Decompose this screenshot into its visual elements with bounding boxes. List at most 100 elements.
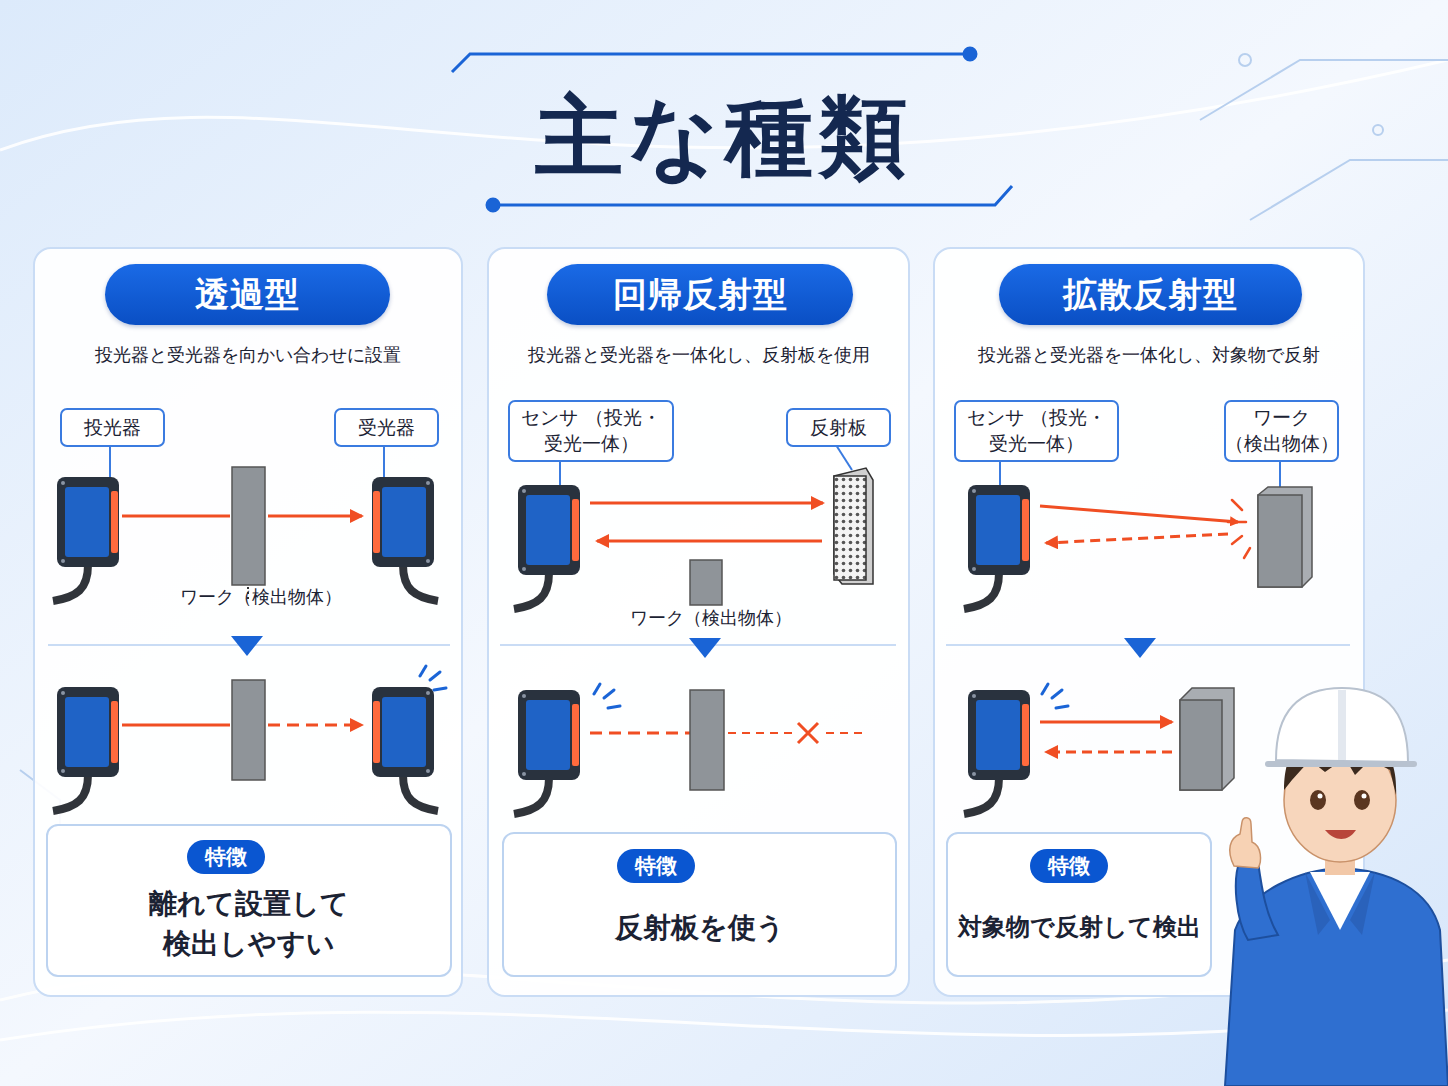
- circuit-lines-part: [1200, 60, 1448, 120]
- node-text: センサ （投光・受光一体）: [510, 405, 672, 456]
- diffuse-reflective-illustration-part-part: [1232, 500, 1242, 510]
- through-beam-illustration-part: [383, 445, 385, 477]
- node-text: 特徴: [1048, 852, 1090, 880]
- diffuse-reflective-illustration-part: [1042, 684, 1068, 708]
- node-text: 拡散反射型: [1063, 272, 1238, 318]
- worker-character: [1225, 688, 1448, 1086]
- worker-character-part: [1284, 738, 1396, 862]
- through-beam-illustration-part: [372, 687, 438, 811]
- node-text: 受光器: [354, 415, 419, 441]
- node-text: 投光器: [80, 415, 145, 441]
- through-beam-illustration-part: [247, 587, 249, 600]
- feature-box: 対象物で反射して検出 特徴: [946, 832, 1212, 977]
- worker-character-part: [1310, 790, 1326, 810]
- worker-character-part: [1230, 818, 1261, 868]
- diffuse-reflective-illustration-part-part: [1232, 536, 1242, 544]
- diffuse-reflective-illustration-part: [964, 690, 1030, 814]
- retro-reflective-illustration-part: [559, 460, 561, 485]
- through-beam-illustration-part: [122, 515, 230, 518]
- node-text: 回帰反射型: [613, 272, 788, 318]
- through-beam-illustration-part: [48, 644, 450, 646]
- worker-character-part: [1305, 872, 1375, 935]
- retro-reflective-illustration-part: [500, 644, 896, 646]
- worker-character-part: [1325, 840, 1355, 875]
- diffuse-reflective-illustration-part: [1279, 460, 1281, 487]
- circuit-lines-part: [1373, 125, 1383, 135]
- through-beam-illustration-part: [122, 724, 230, 727]
- node-text: 透過型: [195, 272, 300, 318]
- retro-reflective-illustration-part: [834, 468, 873, 584]
- diffuse-reflective-illustration-part: [1046, 751, 1172, 754]
- through-beam-illustration: [48, 445, 450, 811]
- type-heading-pill: 回帰反射型: [547, 264, 853, 325]
- worker-character-part: [1362, 794, 1367, 799]
- diagram-title: 主な種類: [0, 78, 1448, 197]
- worker-character-part: [1338, 690, 1346, 760]
- feature-tag: 特徴: [1030, 849, 1108, 883]
- feature-box: 反射板を使う特徴: [502, 832, 897, 977]
- worker-character-part: [1318, 794, 1323, 799]
- through-beam-illustration-part: [268, 724, 362, 727]
- diffuse-reflective-illustration-part-part: [1228, 521, 1246, 524]
- part-label-box: 受光器: [334, 408, 439, 447]
- worker-character-part: [1225, 868, 1448, 1086]
- retro-reflective-illustration-part: [514, 690, 580, 814]
- node-text: ワーク （検出物体）: [1221, 405, 1343, 456]
- feature-text: 離れて設置して 検出しやすい: [147, 878, 351, 969]
- retro-reflective-illustration: [500, 445, 896, 814]
- retro-reflective-illustration-part: [728, 732, 792, 734]
- retro-reflective-illustration-part: [690, 560, 722, 605]
- node-text: センサ （投光・受光一体）: [956, 405, 1117, 456]
- panel-description: 投光器と受光器を一体化し、反射板を使用: [489, 343, 908, 367]
- panel-description: 投光器と受光器を向かい合わせに設置: [35, 343, 461, 367]
- diffuse-reflective-illustration-part: [946, 644, 1350, 646]
- retro-reflective-illustration-part: [690, 690, 724, 790]
- background-waves: [0, 60, 1448, 1040]
- diffuse-reflective-illustration-part: [1040, 721, 1172, 724]
- diffuse-reflective-illustration-part: [1258, 487, 1312, 587]
- retro-reflective-illustration-part: [594, 684, 620, 708]
- retro-reflective-illustration-part: [514, 485, 580, 609]
- panel-description: 投光器と受光器を一体化し、対象物で反射: [935, 343, 1363, 367]
- retro-reflective-illustration-part: [834, 476, 866, 580]
- workpiece-label: ワーク（検出物体）: [630, 606, 792, 630]
- diffuse-reflective-illustration-part: [999, 460, 1001, 485]
- diffuse-reflective-illustration-part: [1258, 495, 1302, 587]
- retro-reflective-illustration-part: [826, 732, 862, 734]
- title-rules-part: [452, 54, 970, 72]
- diffuse-reflective-illustration-part: [1124, 638, 1156, 658]
- diffuse-reflective-illustration-part: [1046, 534, 1228, 543]
- diffuse-reflective-illustration-part: [1180, 688, 1234, 790]
- part-label-box: ワーク （検出物体）: [1224, 400, 1339, 462]
- retro-reflective-illustration-part: [836, 445, 852, 470]
- through-beam-illustration-part: [232, 680, 265, 780]
- type-panel: 投光器と受光器を向かい合わせに設置 透過型投光器 受光器離れて設置して 検出しやすい…: [33, 247, 463, 997]
- title-rules-part: [487, 199, 499, 211]
- part-label-box: 投光器: [60, 408, 165, 447]
- through-beam-illustration-part: [231, 636, 263, 656]
- diffuse-reflective-illustration: [946, 460, 1350, 814]
- diffuse-reflective-illustration-part: [1180, 700, 1222, 790]
- retro-reflective-illustration-part: [798, 723, 818, 743]
- diffuse-reflective-illustration-part: [1228, 500, 1250, 558]
- through-beam-illustration-part: [232, 467, 265, 585]
- feature-text: 対象物で反射して検出: [948, 886, 1210, 969]
- worker-character-part: [1276, 688, 1408, 762]
- through-beam-illustration-part: [109, 445, 111, 477]
- diffuse-reflective-illustration-part: [964, 485, 1030, 609]
- title-rules-part: [964, 48, 976, 60]
- retro-reflective-illustration-part: [689, 638, 721, 658]
- through-beam-illustration-part: [53, 687, 119, 811]
- type-heading-pill: 拡散反射型: [999, 264, 1302, 325]
- diffuse-reflective-illustration-part-part: [1244, 548, 1250, 558]
- type-panel: 投光器と受光器を一体化し、対象物で反射 拡散反射型センサ （投光・受光一体） ワーク…: [933, 247, 1365, 997]
- node-text: 特徴: [205, 843, 247, 871]
- worker-character-part: [1268, 761, 1414, 767]
- node-text: 反射板: [806, 415, 871, 441]
- retro-reflective-illustration-part: [597, 540, 822, 543]
- retro-reflective-illustration-part: [590, 502, 823, 505]
- part-label-box: 反射板: [786, 408, 891, 447]
- type-heading-pill: 透過型: [105, 264, 390, 325]
- feature-tag: 特徴: [187, 840, 265, 874]
